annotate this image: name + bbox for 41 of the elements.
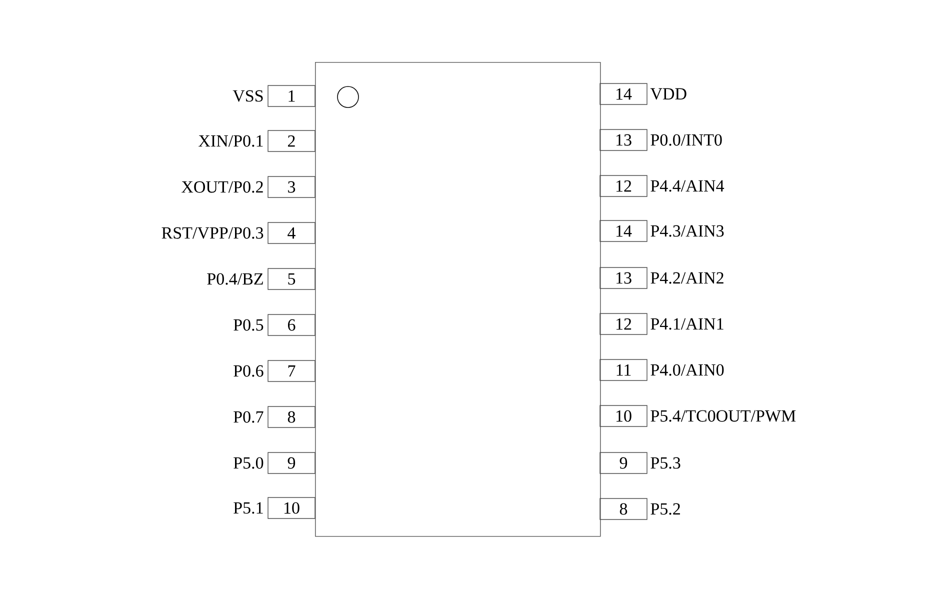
pin-label: P4.4/AIN4 [650,180,724,192]
pin-label: P5.1 [234,502,263,514]
pin-box: 11 [600,359,648,381]
pin-box: 9 [600,452,648,474]
pin-label: XIN/P0.1 [198,135,263,147]
pin-box: 12 [600,175,648,197]
pin-label: P0.4/BZ [207,273,263,285]
pin-box: 13 [600,129,648,151]
pin-box: 7 [268,360,316,382]
pin-box: 10 [600,405,648,427]
pin-box: 14 [600,83,648,105]
pin-label: P0.7 [234,411,264,423]
pin-box: 5 [268,268,316,290]
pin-label: P0.6 [234,365,264,377]
pin-label: P5.4/TC0OUT/PWM [650,410,796,422]
pin-box: 14 [600,220,648,242]
pin-label: P5.3 [650,457,680,469]
pin-label: P0.0/INT0 [650,134,722,146]
pin-box: 9 [268,452,316,474]
pin-label: P4.0/AIN0 [650,364,724,376]
pin-label: P4.3/AIN3 [650,225,724,237]
pin-box: 6 [268,314,316,336]
pin-label: P4.2/AIN2 [650,272,724,284]
pin-label: P4.1/AIN1 [650,318,724,330]
pin-box: 13 [600,267,648,289]
pin-label: RST/VPP/P0.3 [162,227,264,239]
pin-label: VSS [232,90,263,102]
pin-label: P0.5 [234,319,264,331]
pin-box: 10 [268,497,316,519]
pin-box: 1 [268,85,316,107]
chip-body [315,62,601,537]
pin-box: 8 [600,498,648,520]
pin-label: XOUT/P0.2 [182,181,263,193]
pin-box: 3 [268,176,316,198]
pin-label: P5.2 [650,503,680,515]
pin-box: 2 [268,130,316,152]
pin-box: 12 [600,313,648,335]
pin-box: 4 [268,222,316,244]
pin-label: P5.0 [234,457,264,469]
pin-label: VDD [650,88,686,100]
pin-box: 8 [268,406,316,428]
